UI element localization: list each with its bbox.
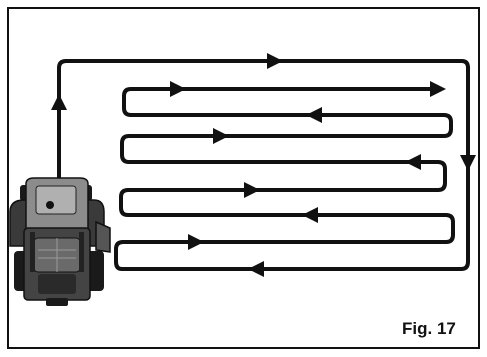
arrow-right-icon [244,182,260,198]
mowing-path [57,59,470,271]
arrow-right-icon [213,128,229,144]
arrow-left-icon [248,261,264,277]
arrow-down-icon [460,155,476,171]
arrow-right-icon [430,81,446,97]
arrow-right-icon [267,53,283,69]
arrow-left-icon [302,207,318,223]
arrow-left-icon [306,107,322,123]
figure-caption: Fig. 17 [402,319,456,338]
riding-mower-icon [9,177,111,306]
arrow-right-icon [188,234,204,250]
arrow-up-icon [51,94,67,110]
arrow-right-icon [170,81,186,97]
arrow-left-icon [405,154,421,170]
